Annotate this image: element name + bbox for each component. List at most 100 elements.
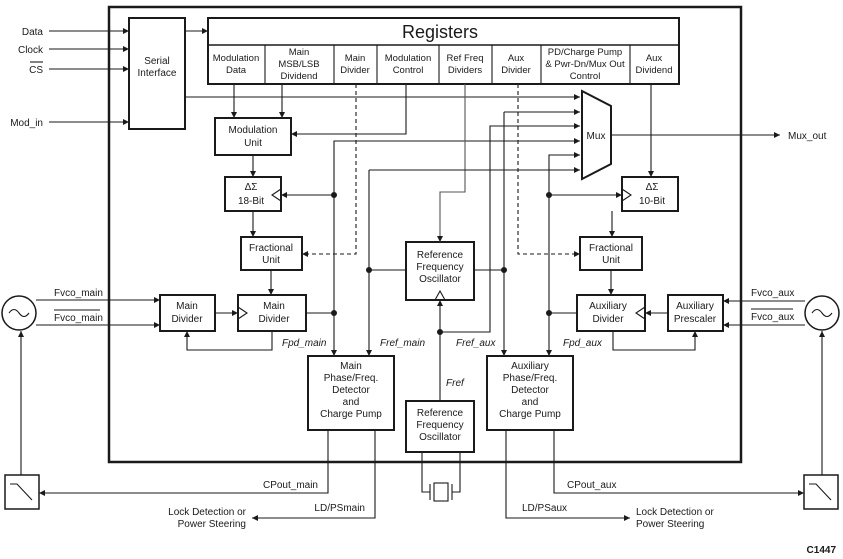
svg-text:Aux: Aux (508, 53, 525, 64)
svg-text:Dividend: Dividend (281, 71, 318, 82)
register-cell-modulation-data: Modulation Data (213, 53, 259, 76)
input-mod-in: Mod_in (10, 118, 129, 129)
vco-aux-icon (804, 295, 840, 331)
svg-text:Main: Main (176, 301, 198, 312)
clock-input-icon (271, 188, 282, 202)
svg-text:ΔΣ: ΔΣ (646, 182, 659, 193)
main-pfd-charge-pump-block: Main Phase/Freq. Detector and Charge Pum… (307, 355, 395, 431)
lock-main-label-2: Power Steering (178, 519, 246, 530)
register-cell-ref-freq-dividers: Ref Freq Dividers (447, 53, 484, 76)
svg-text:18-Bit: 18-Bit (238, 196, 264, 207)
input-data: Data (22, 27, 129, 38)
svg-text:10-Bit: 10-Bit (639, 196, 665, 207)
svg-text:Oscillator: Oscillator (419, 432, 461, 443)
clock-input-icon (237, 306, 248, 320)
fvco-main-bar-label: Fvco_main (54, 313, 103, 324)
ld-aux-label: LD/PSaux (522, 503, 567, 514)
register-cell-modulation-control: Modulation Control (385, 53, 431, 76)
lock-aux-label-1: Lock Detection or (636, 507, 714, 518)
aux-divider-block: Auxiliary Divider (576, 294, 646, 332)
svg-text:Modulation: Modulation (213, 53, 259, 64)
svg-text:Mod_in: Mod_in (10, 118, 43, 129)
loop-filter-main-icon (4, 474, 40, 510)
mux-out-label: Mux_out (788, 131, 827, 142)
svg-text:Frequency: Frequency (416, 420, 463, 431)
svg-text:PD/Charge Pump: PD/Charge Pump (548, 47, 622, 58)
cpout-main-label: CPout_main (263, 480, 318, 491)
main-prescaler-block: Main Divider (159, 294, 216, 332)
svg-text:Divider: Divider (258, 314, 290, 325)
input-clock: Clock (18, 45, 129, 56)
svg-text:& Pwr-Dn/Mux Out: & Pwr-Dn/Mux Out (545, 59, 625, 70)
svg-text:Control: Control (393, 65, 424, 76)
ld-main-label: LD/PSmain (314, 503, 365, 514)
svg-text:Modulation: Modulation (385, 53, 431, 64)
svg-text:Prescaler: Prescaler (674, 314, 717, 325)
svg-text:Divider: Divider (340, 65, 370, 76)
svg-text:Phase/Freq.: Phase/Freq. (324, 373, 378, 384)
svg-text:Frequency: Frequency (416, 262, 463, 273)
register-cell-aux-divider: Aux Divider (501, 53, 531, 76)
svg-text:MSB/LSB: MSB/LSB (278, 59, 319, 70)
svg-text:Auxiliary: Auxiliary (676, 301, 714, 312)
fvco-aux-bar-label: Fvco_aux (751, 312, 794, 323)
svg-text:Dividers: Dividers (448, 65, 483, 76)
fref-label: Fref (446, 378, 465, 389)
svg-text:Serial: Serial (144, 56, 170, 67)
clock-input-icon (621, 188, 632, 202)
input-cs: CS (29, 61, 129, 76)
svg-text:Main: Main (340, 361, 362, 372)
svg-text:Aux: Aux (646, 53, 663, 64)
svg-text:Oscillator: Oscillator (419, 274, 461, 285)
svg-text:Dividend: Dividend (636, 65, 673, 76)
svg-text:and: and (343, 397, 360, 408)
register-cell-main-dividend: Main MSB/LSB Dividend (278, 47, 319, 82)
svg-text:Unit: Unit (262, 255, 280, 266)
main-divider-block: Main Divider (237, 294, 307, 332)
svg-text:Divider: Divider (592, 314, 624, 325)
register-cell-main-divider: Main Divider (340, 53, 370, 76)
aux-prescaler-block: Auxiliary Prescaler (667, 294, 724, 332)
svg-text:and: and (522, 397, 539, 408)
svg-text:Main: Main (345, 53, 366, 64)
reference-oscillator-bottom-block: Reference Frequency Oscillator (405, 400, 475, 453)
crystal-icon (421, 452, 461, 502)
svg-text:Main: Main (263, 301, 285, 312)
fvco-aux-label: Fvco_aux (751, 288, 794, 299)
chip-boundary (107, 5, 743, 464)
svg-text:Data: Data (226, 65, 247, 76)
svg-text:Unit: Unit (244, 138, 262, 149)
svg-text:Clock: Clock (18, 45, 44, 56)
lock-aux-label-2: Power Steering (636, 519, 704, 530)
delta-sigma-18bit-block: ΔΣ 18-Bit (224, 176, 282, 212)
serial-interface-block: Serial Interface (128, 17, 186, 130)
svg-text:Data: Data (22, 27, 44, 38)
svg-text:Mux: Mux (587, 131, 606, 142)
svg-text:Control: Control (570, 71, 601, 82)
svg-text:Detector: Detector (332, 385, 370, 396)
fref-aux-label: Fref_aux (456, 338, 496, 349)
clock-input-icon (434, 289, 446, 301)
svg-text:Interface: Interface (138, 68, 177, 79)
svg-text:Divider: Divider (171, 314, 203, 325)
svg-text:Auxiliary: Auxiliary (589, 301, 627, 312)
svg-text:Unit: Unit (602, 255, 620, 266)
cpout-aux-label: CPout_aux (567, 480, 616, 491)
fvco-main-label: Fvco_main (54, 288, 103, 299)
svg-text:Main: Main (289, 47, 310, 58)
svg-text:ΔΣ: ΔΣ (245, 182, 258, 193)
register-cell-aux-dividend: Aux Dividend (636, 53, 673, 76)
fractional-unit-main-block: Fractional Unit (240, 236, 303, 271)
aux-pfd-charge-pump-block: Auxiliary Phase/Freq. Detector and Charg… (486, 355, 574, 431)
mux-block: Mux (581, 89, 612, 181)
svg-text:CS: CS (29, 65, 43, 76)
fpd-main-label: Fpd_main (282, 338, 327, 349)
svg-text:Detector: Detector (511, 385, 549, 396)
figure-code: C1447 (807, 545, 837, 556)
clock-input-icon (635, 306, 646, 320)
fpd-aux-label: Fpd_aux (563, 338, 603, 349)
svg-text:Charge Pump: Charge Pump (320, 409, 382, 420)
delta-sigma-10bit-block: ΔΣ 10-Bit (621, 176, 679, 212)
svg-text:Phase/Freq.: Phase/Freq. (503, 373, 557, 384)
